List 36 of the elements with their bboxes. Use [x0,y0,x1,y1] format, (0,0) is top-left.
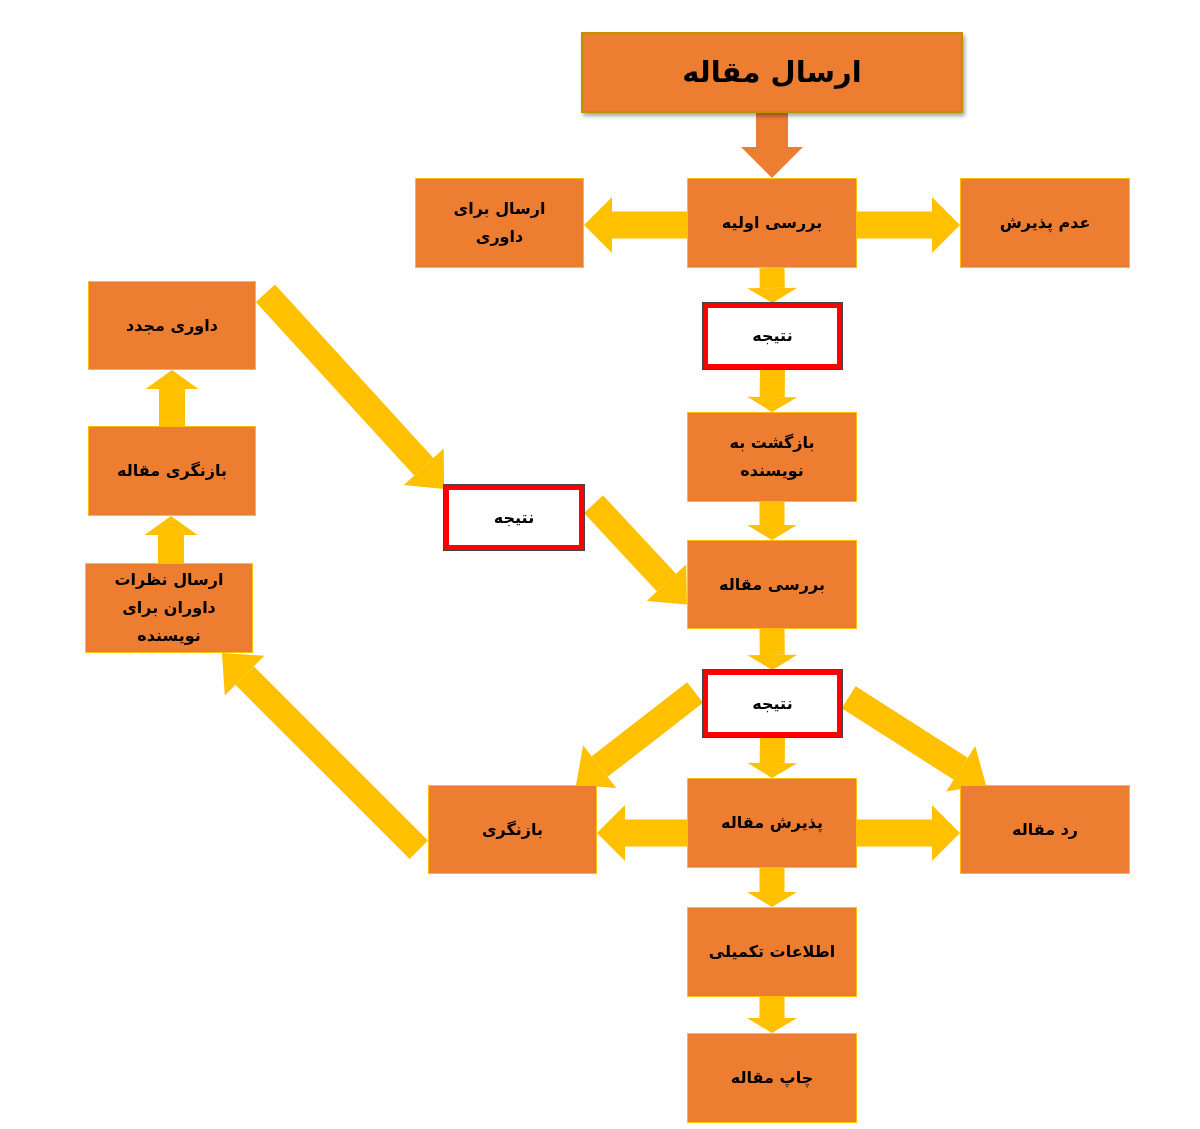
process-box: بررسی مقاله [687,540,857,629]
result-box: نتیجه [703,303,842,369]
block-arrow [255,284,445,489]
block-arrow [747,868,797,907]
process-box: داوری مجدد [88,281,256,370]
block-arrow [841,686,986,792]
block-arrow [145,370,199,426]
process-box: عدم پذیرش [960,178,1130,268]
block-arrow [584,197,687,253]
block-arrow [597,805,687,861]
block-arrow [747,736,798,778]
block-arrow [221,652,428,859]
block-arrow [576,682,704,788]
block-arrow [747,628,798,670]
process-box: اطلاعات تکمیلی [687,907,857,997]
process-box: بازنگری مقاله [88,426,256,516]
start-box: ارسال مقاله [581,32,963,113]
result-box: نتیجه [703,670,842,737]
process-box: رد مقاله [960,785,1130,874]
process-box: بازنگری [428,785,597,874]
block-arrow [747,997,797,1033]
result-box: نتیجه [444,485,584,550]
process-box: ارسال نظرات داوران برای نویسنده [85,563,253,653]
block-arrow [747,267,798,303]
process-box: بررسی اولیه [687,178,857,268]
block-arrow [584,495,687,605]
block-arrow [747,368,798,412]
block-arrow [857,805,960,861]
block-arrow [741,113,803,178]
process-box: بازگشت به نویسنده [687,412,857,502]
block-arrow [144,516,198,563]
process-box: چاپ مقاله [687,1033,857,1123]
block-arrow [747,502,797,540]
process-box: ارسال برای داوری [415,178,584,268]
process-box: پذیرش مقاله [687,778,857,868]
block-arrow [857,197,960,253]
